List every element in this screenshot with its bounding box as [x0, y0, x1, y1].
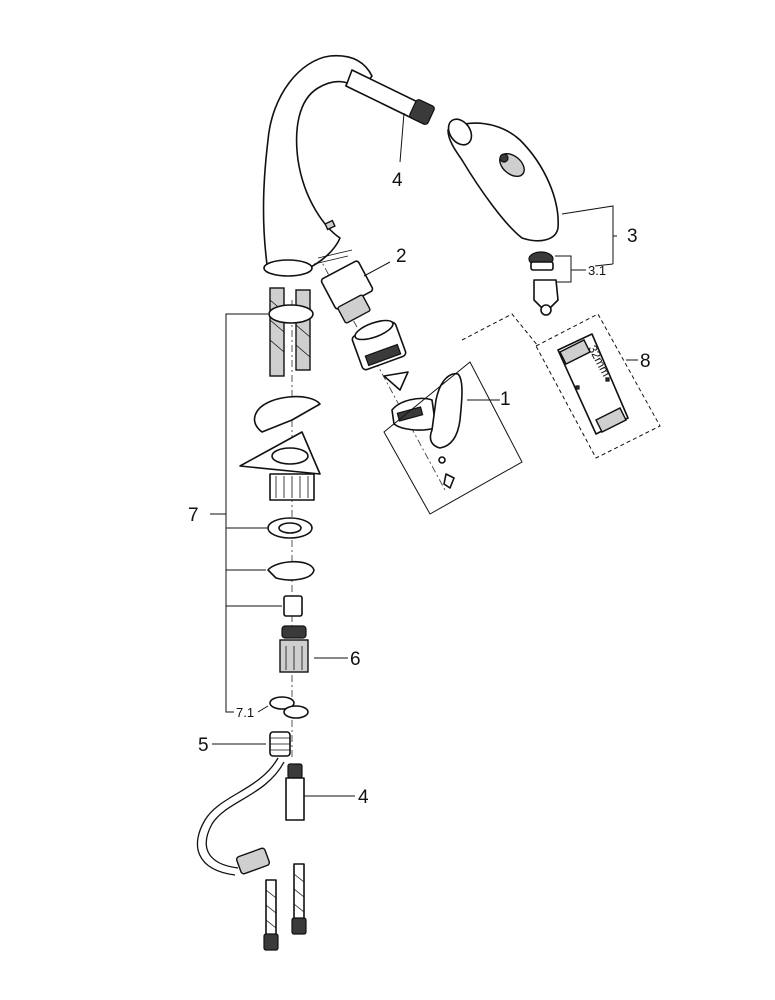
base-o-ring: [268, 304, 314, 324]
horseshoe-washer: [253, 395, 321, 433]
pull-out-hose: [196, 757, 279, 876]
c-clip: [267, 560, 315, 581]
tool-32mm: 32mm: [557, 333, 629, 435]
faucet-body: [262, 54, 435, 277]
seal-ring-7-1-a: [269, 696, 295, 710]
callout-3: 3: [627, 226, 638, 247]
callout-8: 8: [640, 351, 651, 372]
callout-5: 5: [198, 735, 209, 756]
lever-handle: [383, 371, 463, 489]
hose-inlets: [269, 287, 311, 377]
cartridge: [313, 249, 374, 324]
connector: [279, 625, 309, 673]
callout-2: 2: [396, 246, 407, 267]
callout-7-1: 7.1: [236, 705, 254, 720]
hose-end-nut: [235, 847, 271, 875]
callout-3-1: 3.1: [588, 263, 606, 278]
seal-ring-7-1-b: [283, 705, 309, 719]
callout-7: 7: [188, 505, 199, 526]
aerator: [528, 251, 559, 316]
callout-6: 6: [350, 649, 361, 670]
triangular-plate: [239, 431, 321, 475]
threaded-shank: [269, 473, 315, 501]
callout-1: 1: [500, 389, 511, 410]
handle-parts-box: [383, 361, 523, 515]
supply-hoses: [263, 863, 307, 951]
hose-weight: [269, 731, 291, 757]
callout-4-top: 4: [392, 170, 403, 191]
leader-lines: [210, 112, 638, 797]
tool-box: [535, 313, 661, 459]
nut: [283, 595, 303, 617]
cartridge-sleeve: [351, 319, 407, 371]
hose-end: [285, 763, 305, 821]
callout-4-bottom: 4: [358, 787, 369, 808]
spray-head: [447, 118, 559, 242]
